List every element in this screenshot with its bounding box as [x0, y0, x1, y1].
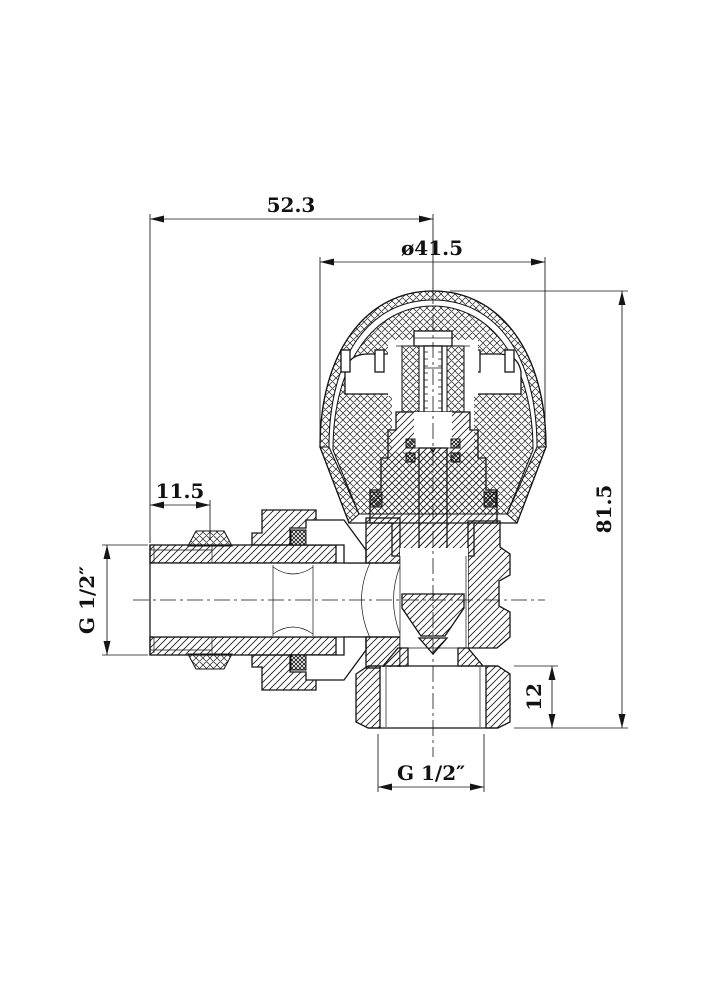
knob-rib — [340, 349, 351, 373]
arrow-up — [548, 666, 556, 680]
chamber-arc — [361, 562, 371, 639]
knob-rib — [504, 349, 515, 373]
outlet-taper-right — [457, 647, 485, 667]
body-claw-bottom — [289, 636, 367, 681]
pipe-bottom-wall — [149, 636, 337, 656]
dim-side-thread: G 1/2″ — [75, 544, 148, 656]
claw-oring-bottom — [290, 654, 307, 671]
claw-oring-top — [290, 529, 307, 546]
fitting-wall-right — [485, 665, 511, 729]
dim-outlet-height: 12 — [514, 665, 558, 728]
gland-oring-left — [369, 491, 383, 508]
bore-hex-arc-bottom — [272, 626, 314, 635]
arrow-left — [150, 501, 164, 509]
seat-arc — [393, 565, 401, 635]
arrow-right — [196, 501, 210, 509]
dim-label-thread-length: 11.5 — [156, 479, 205, 503]
arrow-down — [548, 714, 556, 728]
stem-oring — [405, 452, 416, 463]
arrow-up — [618, 291, 626, 305]
bore-hex-arc-top — [272, 566, 314, 575]
hub-wall-right — [446, 345, 465, 413]
arrow-down — [618, 714, 626, 728]
dimension-annotations: 52.3 ø41.5 11.5 G 1/2″ — [75, 193, 628, 792]
dim-label-total-height: 81.5 — [592, 485, 616, 534]
hub-wall-left — [401, 345, 420, 413]
stem-oring — [405, 438, 416, 449]
arrow-up — [103, 545, 111, 559]
body-claw-top — [289, 519, 367, 564]
fitting-wall-left — [355, 665, 381, 729]
dim-knob-diameter: ø41.5 — [319, 236, 546, 445]
arrow-right — [470, 783, 484, 791]
centerlines — [133, 288, 545, 757]
gland-oring-right — [483, 491, 497, 508]
arrow-left — [150, 215, 164, 223]
dim-label-outlet-height: 12 — [522, 683, 546, 711]
arrow-left — [378, 783, 392, 791]
dim-label-top-width: 52.3 — [267, 193, 316, 217]
dim-bottom-thread: G 1/2″ — [377, 734, 485, 792]
dim-thread-length: 11.5 — [150, 479, 211, 540]
dim-total-height: 81.5 — [450, 290, 628, 729]
dim-top-width: 52.3 — [149, 193, 434, 543]
arrow-right — [419, 215, 433, 223]
dim-label-bottom-thread: G 1/2″ — [397, 761, 465, 785]
compression-nut — [251, 509, 367, 691]
dim-label-knob-diameter: ø41.5 — [401, 236, 463, 260]
knob-rib — [374, 349, 385, 373]
olive-seal-bottom — [187, 653, 233, 670]
dim-label-side-thread: G 1/2″ — [75, 566, 99, 634]
stem-oring — [450, 438, 461, 449]
body-wedge-top — [365, 517, 401, 564]
arrow-down — [103, 641, 111, 655]
arrow-right — [531, 258, 545, 266]
arrow-left — [320, 258, 334, 266]
body-right-wall — [467, 520, 511, 649]
stem-oring — [450, 452, 461, 463]
pipe-top-wall — [149, 544, 337, 564]
